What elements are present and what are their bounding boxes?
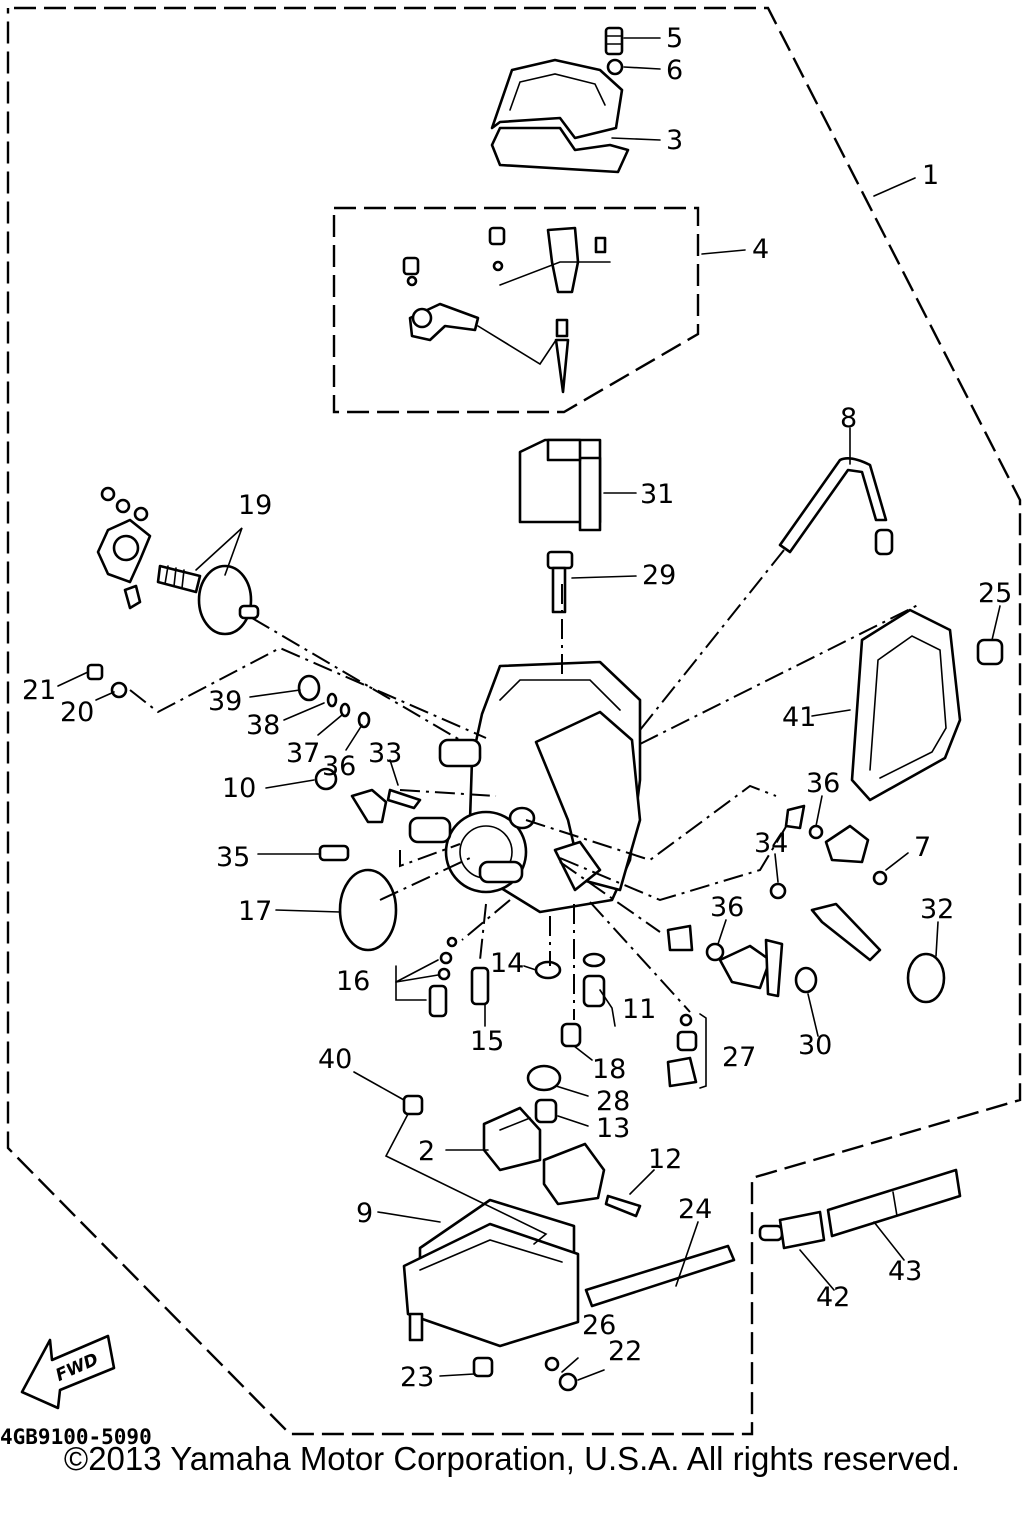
callout-7: 7 bbox=[914, 832, 931, 863]
callout-39: 39 bbox=[208, 686, 242, 717]
small-parts-left bbox=[86, 663, 422, 862]
screw-29 bbox=[546, 550, 574, 614]
callout-37: 37 bbox=[286, 738, 320, 769]
callout-36c: 36 bbox=[710, 892, 744, 923]
o-ring-17 bbox=[338, 868, 398, 952]
callout-27: 27 bbox=[722, 1042, 756, 1073]
parts-lower bbox=[402, 936, 698, 1124]
callout-10: 10 bbox=[222, 773, 256, 804]
callout-6: 6 bbox=[666, 55, 683, 86]
assembly-axis-lines bbox=[129, 549, 921, 1020]
callout-4: 4 bbox=[752, 234, 769, 265]
diagram-code: 4GB9100-5090 bbox=[0, 1425, 152, 1449]
hose-8 bbox=[778, 457, 888, 554]
accel-pump-19 bbox=[96, 486, 260, 636]
callout-34: 34 bbox=[754, 828, 788, 859]
callout-38: 38 bbox=[246, 710, 280, 741]
part-31 bbox=[518, 438, 602, 532]
callout-19: 19 bbox=[238, 490, 272, 521]
fwd-arrow: FWD bbox=[20, 1334, 116, 1410]
callout-13: 13 bbox=[596, 1113, 630, 1144]
callout-12: 12 bbox=[648, 1144, 682, 1175]
callout-16: 16 bbox=[336, 966, 370, 997]
callout-43: 43 bbox=[888, 1256, 922, 1287]
callout-3: 3 bbox=[666, 125, 683, 156]
callout-23: 23 bbox=[400, 1362, 434, 1393]
pin-12 bbox=[604, 1194, 642, 1218]
tube-24 bbox=[584, 1244, 736, 1308]
subassembly-box bbox=[332, 206, 700, 414]
callout-15: 15 bbox=[470, 1026, 504, 1057]
callout-36a: 36 bbox=[322, 751, 356, 782]
callout-20: 20 bbox=[60, 697, 94, 728]
callout-33: 33 bbox=[368, 738, 402, 769]
callout-labels: 1 2 3 4 5 6 7 8 9 10 11 12 13 14 15 16 1… bbox=[22, 23, 1012, 1393]
cover-41 bbox=[850, 608, 1004, 802]
callout-29: 29 bbox=[642, 560, 676, 591]
callout-31: 31 bbox=[640, 479, 674, 510]
needle-subassembly bbox=[402, 226, 611, 394]
callout-28: 28 bbox=[596, 1086, 630, 1117]
callout-25: 25 bbox=[978, 578, 1012, 609]
callout-8: 8 bbox=[840, 403, 857, 434]
callout-41: 41 bbox=[782, 702, 816, 733]
callout-30: 30 bbox=[798, 1030, 832, 1061]
leader-lines bbox=[57, 37, 1001, 1381]
callout-26: 26 bbox=[582, 1310, 616, 1341]
callout-18: 18 bbox=[592, 1054, 626, 1085]
assembly-boundary bbox=[6, 6, 1022, 1436]
top-cover bbox=[490, 26, 630, 174]
float-2 bbox=[482, 1106, 606, 1206]
callout-36b: 36 bbox=[806, 768, 840, 799]
parts-right bbox=[666, 804, 946, 1004]
carburetor-body bbox=[408, 660, 642, 914]
callout-1: 1 bbox=[922, 160, 939, 191]
callout-11: 11 bbox=[622, 994, 656, 1025]
callout-42: 42 bbox=[816, 1282, 850, 1313]
callout-9: 9 bbox=[356, 1198, 373, 1229]
callout-14: 14 bbox=[490, 948, 524, 979]
callout-22: 22 bbox=[608, 1336, 642, 1367]
callout-32: 32 bbox=[920, 894, 954, 925]
callout-5: 5 bbox=[666, 23, 683, 54]
callout-21: 21 bbox=[22, 675, 56, 706]
callout-24: 24 bbox=[678, 1194, 712, 1225]
callout-2: 2 bbox=[418, 1136, 435, 1167]
parts-42-43 bbox=[758, 1168, 962, 1250]
callout-35: 35 bbox=[216, 842, 250, 873]
copyright-notice: ©2013 Yamaha Motor Corporation, U.S.A. A… bbox=[63, 1440, 961, 1477]
callout-17: 17 bbox=[238, 896, 272, 927]
callout-40: 40 bbox=[318, 1044, 352, 1075]
